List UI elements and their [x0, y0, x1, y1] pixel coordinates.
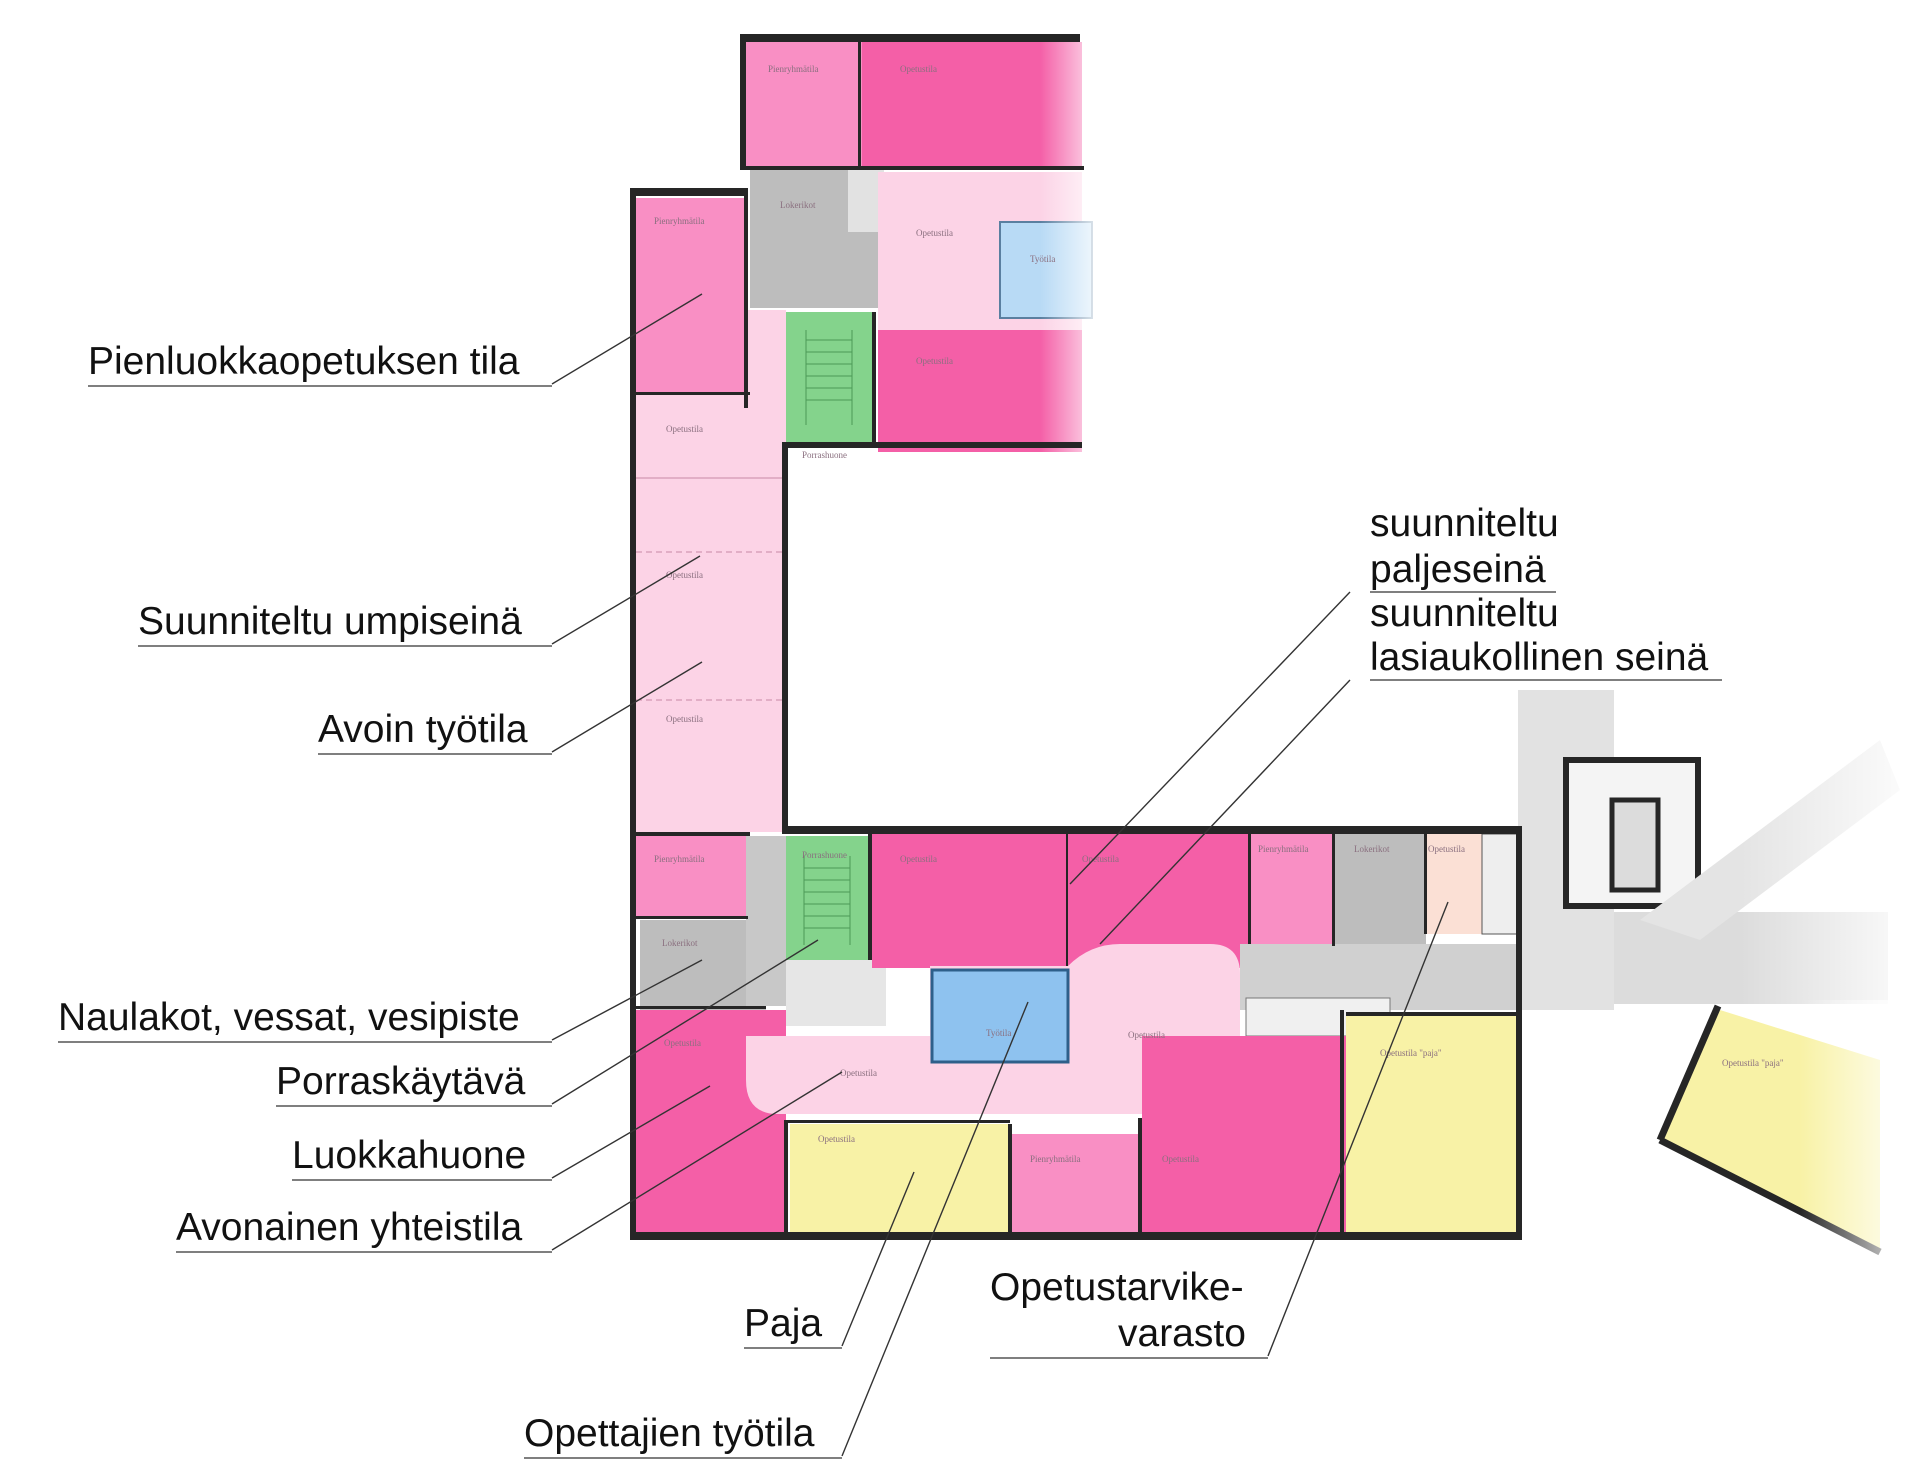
- room-text-classroom-se: Opetustila: [1162, 1154, 1199, 1164]
- label-varasto: varasto: [1118, 1312, 1246, 1355]
- label-paja: Paja: [744, 1302, 822, 1345]
- room-small-group-sw: [636, 836, 746, 918]
- fade-top-right: [1040, 30, 1110, 470]
- annex-fade: [1740, 680, 1920, 1020]
- room-small-group-top: [742, 42, 862, 168]
- room-text-classroom-top: Opetustila: [900, 64, 937, 74]
- room-stair-top: [786, 312, 872, 442]
- label-luokkahuone: Luokkahuone: [292, 1134, 526, 1177]
- room-text-classroom-mid-2: Opetustila: [1082, 854, 1119, 864]
- label-avonainen-yhteistila: Avonainen yhteistila: [176, 1206, 522, 1249]
- room-text-small-group-west: Pienryhmätila: [654, 216, 705, 226]
- room-stair-bottom: [786, 836, 868, 960]
- room-text-lockers-mid: Lokerikot: [1354, 844, 1390, 854]
- room-text-workshop-1: Opetustila: [818, 1134, 855, 1144]
- stair-steps-bottom: [803, 856, 851, 945]
- room-classroom-mid: [872, 834, 1068, 968]
- room-lockers-sw: [640, 920, 766, 1010]
- room-text-open-west-3: Opetustila: [666, 714, 703, 724]
- room-small-group-mid: [1250, 834, 1334, 944]
- room-text-open-west-2: Opetustila: [666, 570, 703, 580]
- label-lasiseina-line2: lasiaukollinen seinä: [1370, 636, 1709, 679]
- room-workshop-1: [790, 1124, 1010, 1236]
- annex-stair-inner: [1609, 797, 1661, 893]
- annex-workshop-wall-1: [1656, 1004, 1722, 1142]
- stair-steps-top: [805, 330, 853, 425]
- room-open-work: [636, 392, 786, 832]
- label-paljeseina-line2: paljeseinä: [1370, 548, 1546, 591]
- room-text-common-2: Opetustila: [1128, 1030, 1165, 1040]
- room-service: [1481, 833, 1519, 935]
- label-opettajien-tyotila: Opettajien työtila: [524, 1412, 815, 1455]
- label-opetustarvike: Opetustarvike-: [990, 1266, 1244, 1309]
- room-workshop-2: [1346, 1016, 1518, 1236]
- room-text-small-group-top: Pienryhmätila: [768, 64, 819, 74]
- room-text-lockers-sw: Lokerikot: [662, 938, 698, 948]
- room-small-group-west: [636, 198, 746, 392]
- room-text-common-1: Opetustila: [840, 1068, 877, 1078]
- room-classroom-se: [1142, 1036, 1346, 1236]
- room-text-storage: Opetustila: [1428, 844, 1465, 854]
- room-text-teachers-top: Työtila: [1030, 254, 1055, 264]
- label-avoin-tyotila: Avoin työtila: [318, 708, 528, 751]
- annex-workshop-fade: [1800, 1000, 1920, 1270]
- room-text-small-group-sw: Pienryhmätila: [654, 854, 705, 864]
- label-paljeseina-line1: suunniteltu: [1370, 502, 1559, 545]
- room-text-workshop-annex: Opetustila "paja": [1722, 1058, 1784, 1068]
- room-small-group-s: [1012, 1134, 1140, 1236]
- room-text-small-group-mid: Pienryhmätila: [1258, 844, 1309, 854]
- label-underlines: [58, 385, 1722, 1459]
- room-text-classroom-sw: Opetustila: [664, 1038, 701, 1048]
- room-storage: [1426, 834, 1482, 934]
- room-text-classroom-top-2: Opetustila: [916, 356, 953, 366]
- leader-lines: [551, 293, 1449, 1457]
- label-suunniteltu-umpiseina: Suunniteltu umpiseinä: [138, 600, 522, 643]
- room-corridor-sw: [746, 836, 786, 1006]
- room-text-stair-top: Porrashuone: [802, 450, 847, 460]
- room-teachers: [930, 968, 1070, 1064]
- label-lasiseina-line1: suunniteltu: [1370, 592, 1559, 635]
- label-porraskaytava: Porraskäytävä: [276, 1060, 526, 1103]
- room-text-workshop-2: Opetustila "paja": [1380, 1048, 1442, 1058]
- walls: [630, 34, 1522, 1240]
- room-wc-bottom: [786, 960, 886, 1026]
- room-text-open-top: Opetustila: [916, 228, 953, 238]
- room-text-classroom-mid: Opetustila: [900, 854, 937, 864]
- room-lockers-mid: [1334, 834, 1426, 948]
- room-text-lockers-top: Lokerikot: [780, 200, 816, 210]
- room-text-teachers: Työtila: [986, 1028, 1011, 1038]
- label-pienluokkaopetuksen-tila: Pienluokkaopetuksen tila: [88, 340, 520, 383]
- label-naulakot-vessat-vesipiste: Naulakot, vessat, vesipiste: [58, 996, 520, 1039]
- room-text-stair-bottom: Porrashuone: [802, 850, 847, 860]
- room-text-small-group-s: Pienryhmätila: [1030, 1154, 1081, 1164]
- room-text-open-west-1: Opetustila: [666, 424, 703, 434]
